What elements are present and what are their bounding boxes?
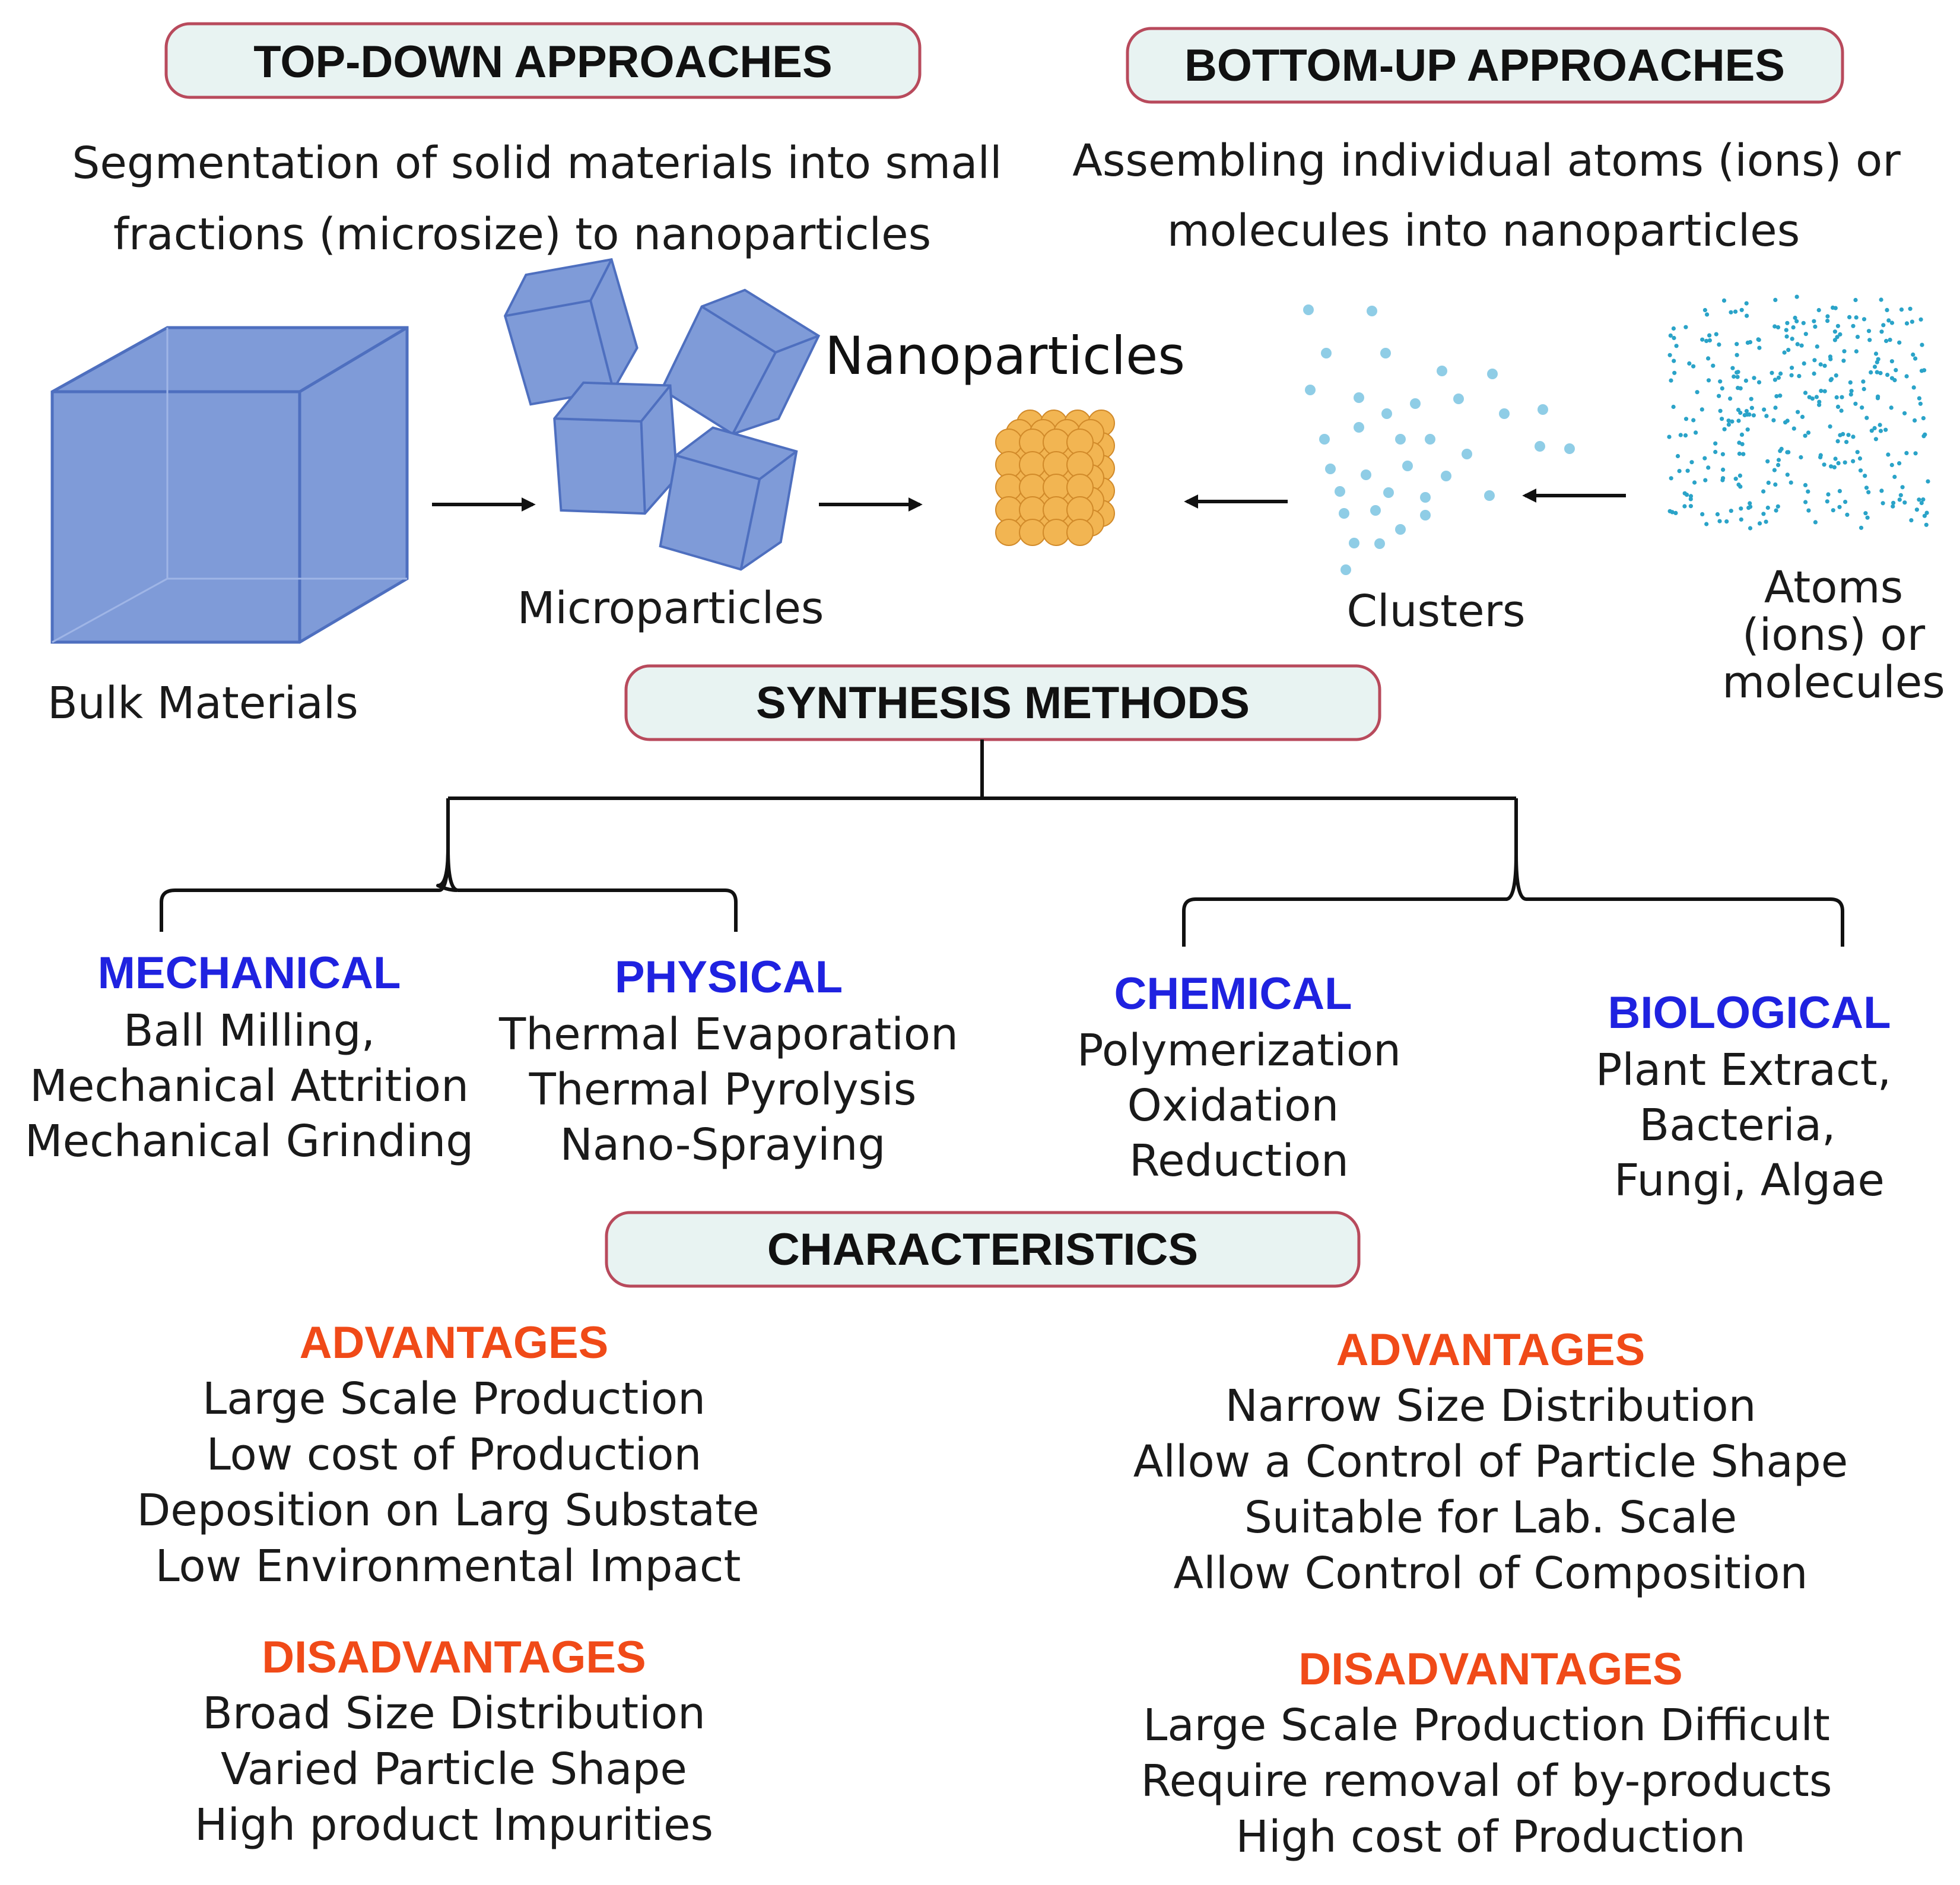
advantage-item: Deposition on Larg Substate — [136, 1485, 759, 1536]
bottom-up-characteristics: ADVANTAGES Narrow Size Distribution Allo… — [1133, 1325, 1848, 1862]
method-title-mechanical: MECHANICAL — [98, 948, 401, 998]
method-biological: BIOLOGICAL Plant Extract, Bacteria, Fung… — [1596, 988, 1892, 1206]
advantage-item: Low cost of Production — [207, 1429, 702, 1480]
method-chemical: CHEMICAL Polymerization Oxidation Reduct… — [1077, 969, 1401, 1186]
bottom-up-header: BOTTOM-UP APPROACHES — [1126, 27, 1844, 104]
top-down-title: TOP-DOWN APPROACHES — [253, 37, 832, 87]
method-title-biological: BIOLOGICAL — [1608, 988, 1891, 1038]
top-down-desc-line2: fractions (microsize) to nanoparticles — [113, 209, 931, 260]
bulk-cube-icon — [50, 326, 409, 644]
method-item: Bacteria, — [1639, 1100, 1835, 1151]
bottom-up-disadvantages-title: DISADVANTAGES — [1298, 1644, 1682, 1694]
disadvantage-item: Broad Size Distribution — [202, 1688, 706, 1739]
bulk-materials-label: Bulk Materials — [47, 678, 358, 729]
method-item: Polymerization — [1077, 1025, 1401, 1076]
method-item: Plant Extract, — [1596, 1045, 1892, 1096]
top-down-header: TOP-DOWN APPROACHES — [164, 22, 922, 99]
bottom-up-advantages-title: ADVANTAGES — [1336, 1325, 1645, 1375]
clusters-icon — [1303, 304, 1575, 575]
method-item: Fungi, Algae — [1614, 1155, 1885, 1206]
advantage-item: Narrow Size Distribution — [1225, 1381, 1756, 1432]
method-item: Mechanical Attrition — [30, 1061, 469, 1112]
advantage-item: Suitable for Lab. Scale — [1244, 1492, 1737, 1543]
atoms-label-line1: Atoms — [1764, 562, 1903, 613]
clusters-label: Clusters — [1346, 586, 1525, 637]
method-item: Thermal Evaporation — [498, 1009, 958, 1060]
characteristics-header-box — [605, 1211, 1361, 1288]
atoms-icon — [1667, 294, 1930, 531]
disadvantage-item: High cost of Production — [1235, 1811, 1745, 1862]
microparticle-cubes-icon — [503, 258, 821, 571]
method-item: Nano-Spraying — [560, 1119, 886, 1170]
method-mechanical: MECHANICAL Ball Milling, Mechanical Attr… — [25, 948, 474, 1167]
bottom-up-header-box — [1126, 27, 1844, 104]
bottom-up-desc-line1: Assembling individual atoms (ions) or — [1072, 135, 1901, 186]
tree-connector — [160, 740, 1844, 947]
advantage-item: Low Environmental Impact — [155, 1541, 741, 1592]
method-item: Oxidation — [1127, 1080, 1339, 1131]
advantage-item: Allow Control of Composition — [1173, 1548, 1807, 1599]
synthesis-title: SYNTHESIS METHODS — [756, 678, 1250, 728]
nanoparticles-label: Nanoparticles — [825, 325, 1185, 386]
bottom-up-desc-line2: molecules into nanoparticles — [1167, 205, 1800, 256]
atoms-label-line3: molecules — [1722, 657, 1945, 708]
method-title-chemical: CHEMICAL — [1114, 969, 1352, 1019]
method-item: Reduction — [1129, 1135, 1349, 1186]
nanoparticle-cube-icon — [995, 410, 1115, 546]
disadvantage-item: Require removal of by-products — [1141, 1756, 1832, 1807]
top-down-header-box — [164, 22, 922, 99]
top-down-characteristics: ADVANTAGES Large Scale Production Low co… — [136, 1318, 759, 1851]
disadvantage-item: Varied Particle Shape — [221, 1744, 687, 1795]
advantage-item: Large Scale Production — [202, 1373, 706, 1424]
disadvantage-item: Large Scale Production Difficult — [1143, 1700, 1830, 1751]
advantage-item: Allow a Control of Particle Shape — [1133, 1436, 1848, 1487]
bottom-up-title: BOTTOM-UP APPROACHES — [1184, 40, 1785, 91]
microparticles-label: Microparticles — [517, 583, 824, 634]
characteristics-header: CHARACTERISTICS — [605, 1211, 1361, 1288]
top-down-advantages-title: ADVANTAGES — [300, 1318, 609, 1368]
method-item: Ball Milling, — [123, 1005, 375, 1056]
method-item: Thermal Pyrolysis — [529, 1064, 917, 1115]
synthesis-header-box — [624, 664, 1381, 741]
top-down-desc-line1: Segmentation of solid materials into sma… — [72, 138, 1002, 189]
top-down-disadvantages-title: DISADVANTAGES — [262, 1632, 646, 1683]
atoms-label-line2: (ions) or — [1742, 610, 1926, 661]
disadvantage-item: High product Impurities — [195, 1800, 713, 1851]
method-physical: PHYSICAL Thermal Evaporation Thermal Pyr… — [498, 952, 958, 1170]
characteristics-title: CHARACTERISTICS — [767, 1224, 1198, 1275]
method-title-physical: PHYSICAL — [615, 952, 843, 1002]
method-item: Mechanical Grinding — [25, 1116, 474, 1167]
synthesis-header: SYNTHESIS METHODS — [624, 664, 1381, 741]
